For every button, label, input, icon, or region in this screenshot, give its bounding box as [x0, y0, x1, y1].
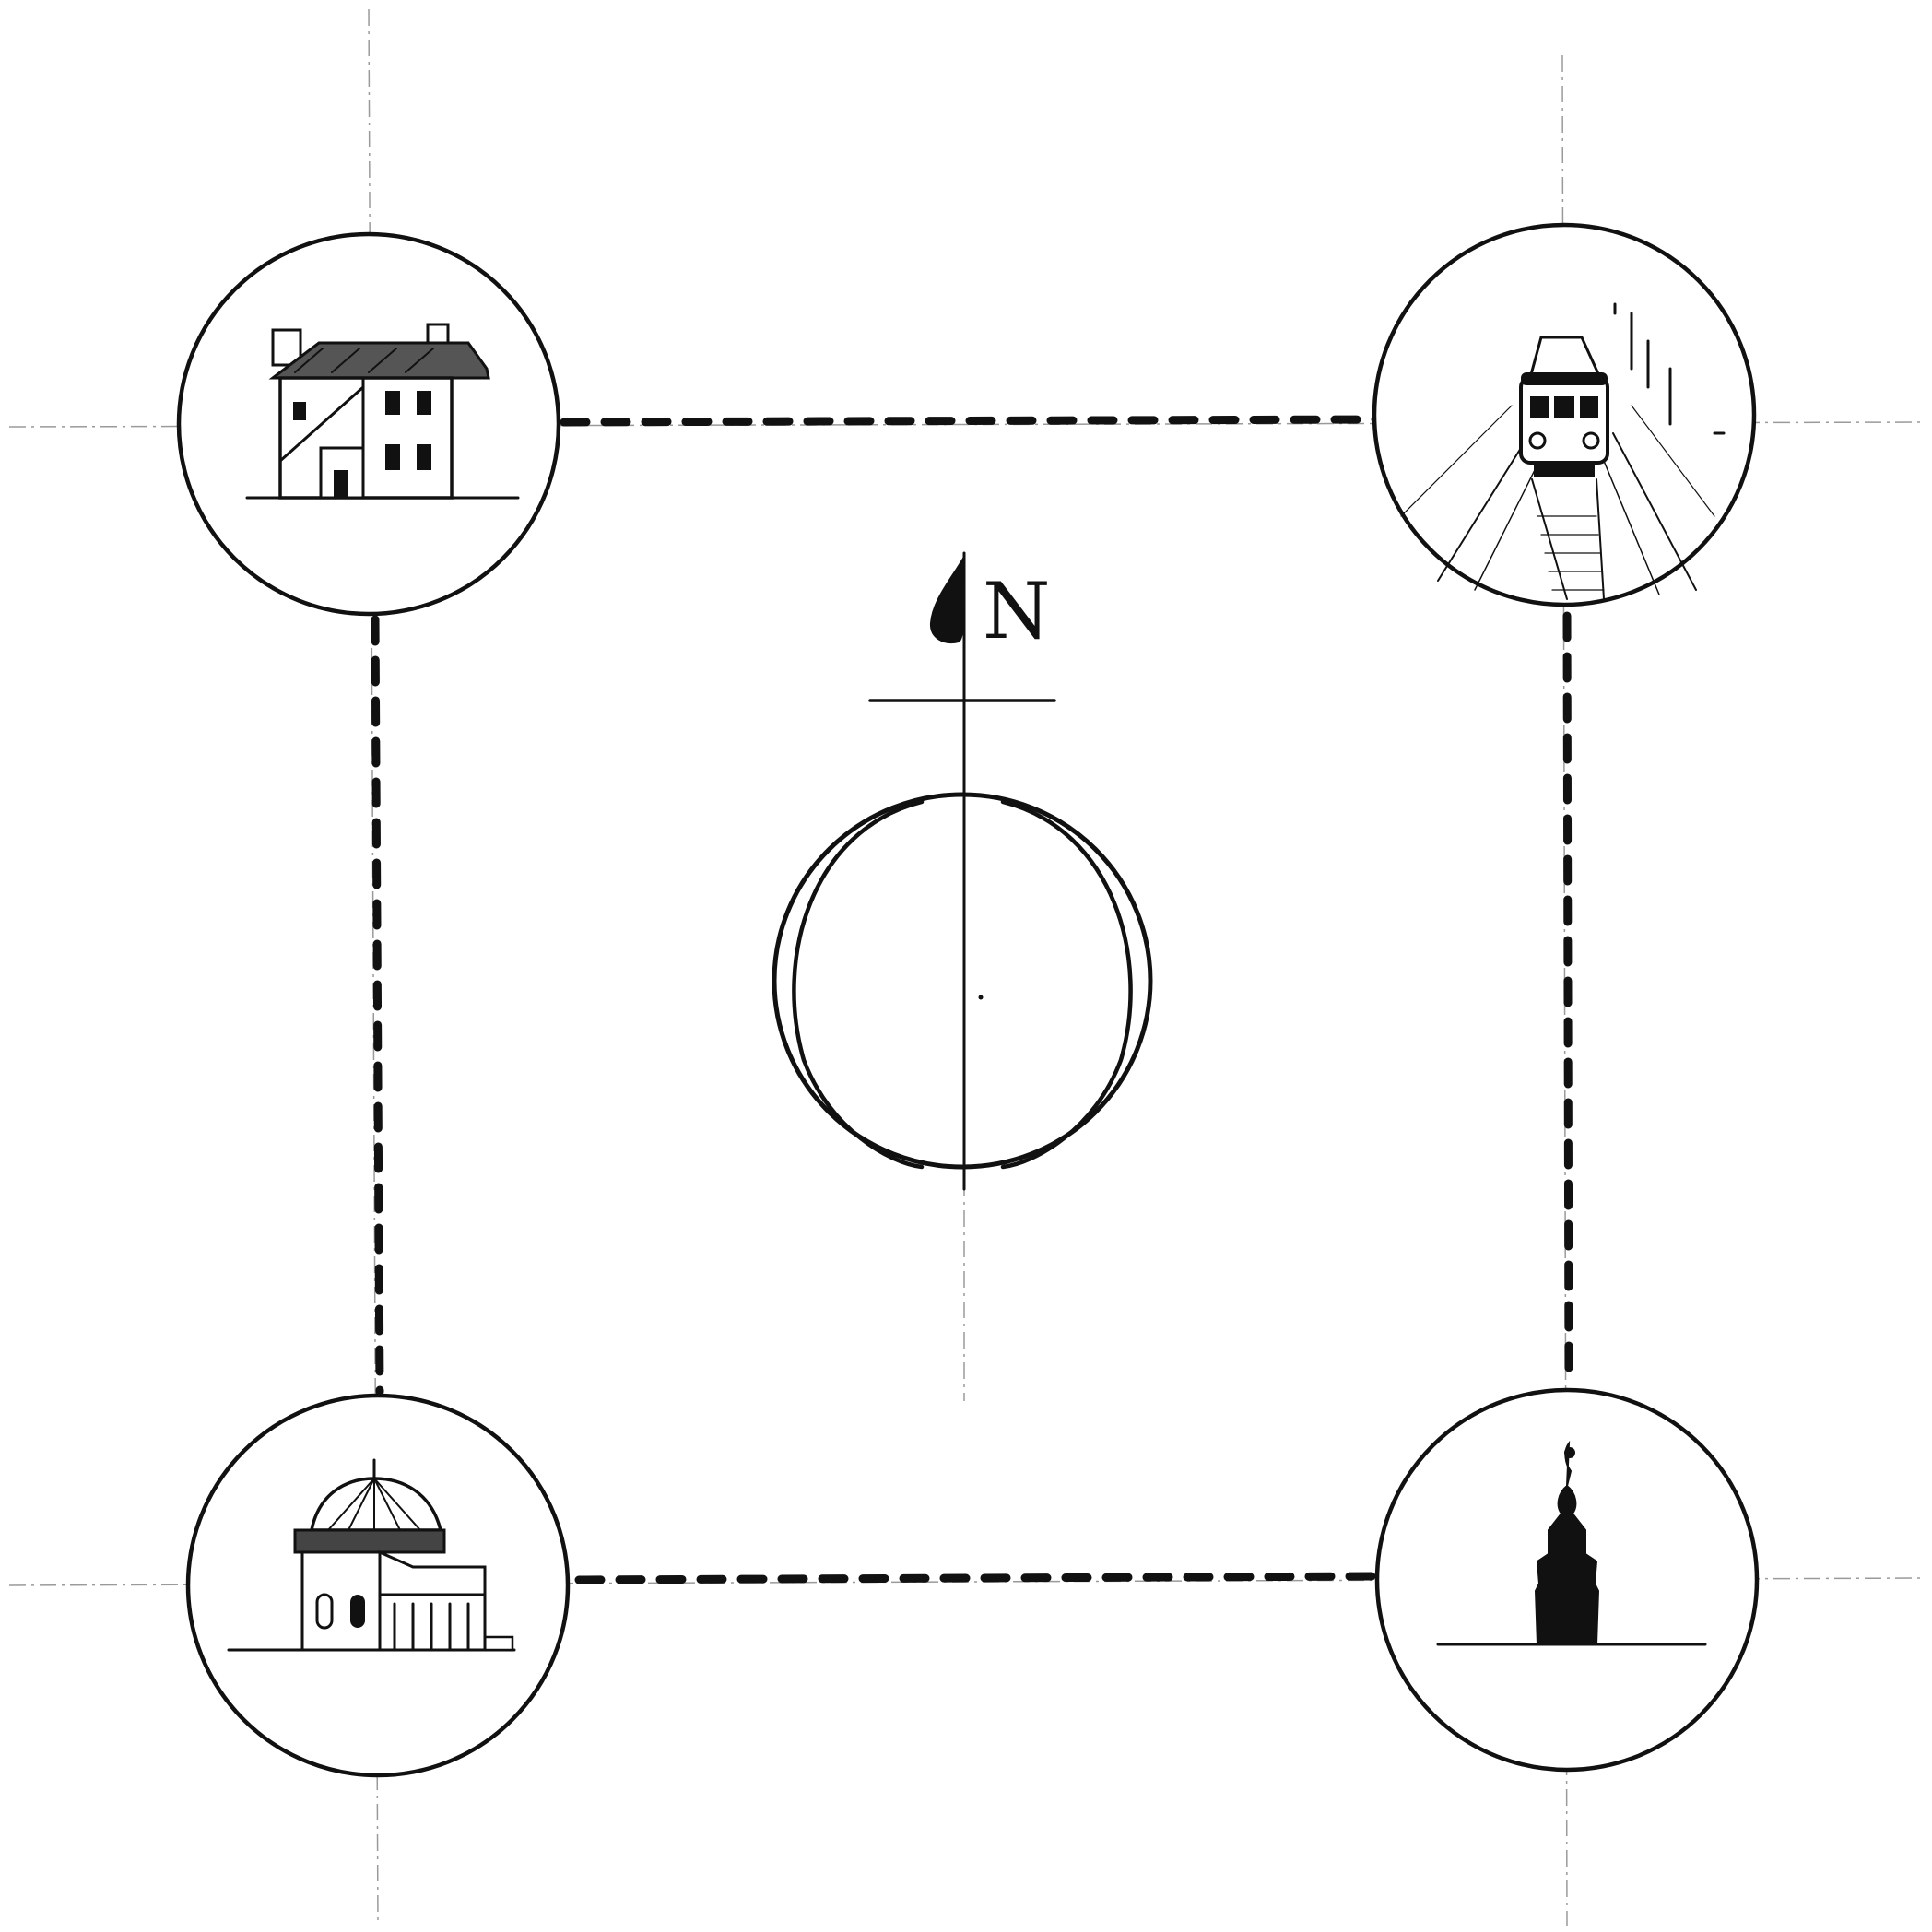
house-icon: [245, 323, 520, 500]
north-arrow-flag-icon: [929, 553, 966, 643]
compass-ring-outer: [772, 792, 1153, 1170]
station-southeast: [1374, 1387, 1760, 1773]
route-segment-bottom: [574, 1572, 1382, 1584]
route-segment-left: [371, 615, 384, 1396]
route-segment-top: [560, 415, 1382, 427]
tower-silhouette-icon: [1436, 1440, 1707, 1646]
station-northwest: [176, 231, 561, 617]
compass-ring-inner-right: [1000, 799, 1133, 1170]
compass: N: [772, 551, 1153, 1191]
north-label: N: [983, 566, 1051, 656]
train-icon: [1400, 302, 1726, 600]
domed-temple-icon: [227, 1458, 516, 1652]
station-northeast: [1372, 222, 1757, 607]
compass-center-dot: [978, 995, 984, 1000]
route-segment-right: [1562, 611, 1573, 1387]
station-southwest: [185, 1393, 571, 1778]
compass-ring-inner-left: [792, 799, 925, 1170]
route-path: [371, 415, 1573, 1584]
